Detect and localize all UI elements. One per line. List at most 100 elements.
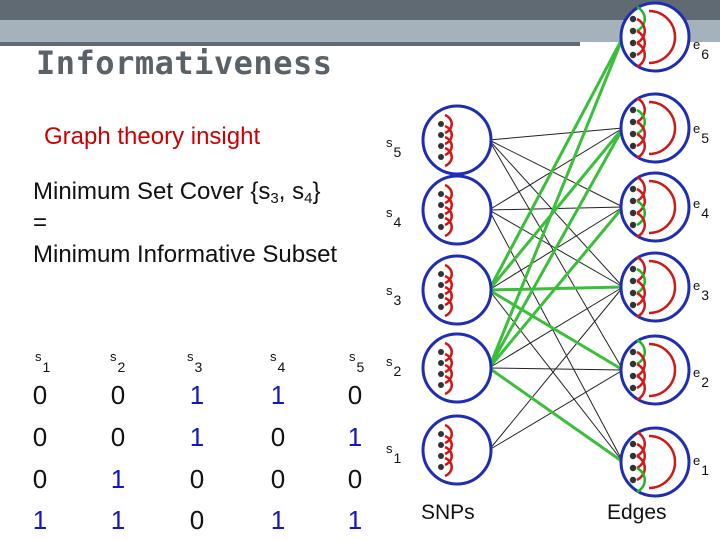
slide-subtitle: Graph theory insight <box>44 123 261 150</box>
snp-arc <box>444 285 454 307</box>
edge-dot <box>629 384 637 392</box>
table-header-s2: s2 <box>110 348 125 375</box>
snp-arc <box>444 183 454 205</box>
edge-dot <box>629 221 637 229</box>
label-number: 6 <box>701 46 710 62</box>
label-number: 1 <box>701 462 710 478</box>
title-underline <box>0 42 580 46</box>
edge-node-label: e1 <box>693 452 709 478</box>
snp-arc <box>444 274 454 296</box>
label-number: 3 <box>393 292 402 308</box>
snp-node-ring <box>421 174 493 246</box>
snp-arc <box>444 341 454 363</box>
edge-arc <box>636 454 647 482</box>
edge-arc <box>636 41 647 69</box>
snp-dot <box>438 349 444 355</box>
edge-arc <box>636 279 647 307</box>
edge-dot <box>629 106 637 114</box>
snp-dot <box>438 382 444 388</box>
edge-dot <box>629 464 637 472</box>
title-bar-dark-band <box>0 0 720 20</box>
label-number: 2 <box>701 374 710 390</box>
matrix-cell: 0 <box>189 464 205 494</box>
edge-node-ring <box>619 171 691 243</box>
edge-dot <box>629 209 637 217</box>
header-number: 5 <box>356 359 365 375</box>
label-letter: s <box>386 441 393 456</box>
snp-dot <box>438 360 444 366</box>
label-letter: s <box>386 205 393 220</box>
label-number: 5 <box>701 130 710 146</box>
snp-dot <box>438 213 444 219</box>
matrix-cell: 0 <box>110 422 126 452</box>
snp-arc <box>444 296 454 318</box>
label-number: 1 <box>393 450 402 466</box>
edge-node-label: e6 <box>693 36 709 62</box>
table-header-s5: s5 <box>349 348 364 375</box>
connection-line <box>488 139 624 208</box>
connection-line <box>488 286 624 369</box>
edge-dot <box>629 348 637 356</box>
edge-dot <box>629 301 637 309</box>
header-number: 3 <box>194 359 203 375</box>
table-header-s3: s3 <box>187 348 202 375</box>
snp-arc <box>444 445 454 467</box>
label-letter: e <box>693 453 701 468</box>
edge-outer-arc <box>648 342 677 398</box>
snp-arc <box>444 434 454 456</box>
label-letter: e <box>693 37 701 52</box>
table-header-s1: s1 <box>35 348 50 375</box>
matrix-cell: 1 <box>347 422 363 452</box>
label-letter: e <box>693 196 701 211</box>
edge-arc <box>636 291 647 319</box>
edge-arc <box>636 175 647 203</box>
matrix-cell: 0 <box>270 422 286 452</box>
edge-arc <box>636 120 647 148</box>
label-letter: s <box>386 135 393 150</box>
snp-dot <box>438 202 444 208</box>
label-number: 4 <box>701 205 710 221</box>
edge-arc <box>636 211 647 239</box>
label-number: 5 <box>393 144 402 160</box>
snp-dot <box>438 143 444 149</box>
matrix-cell: 0 <box>32 464 48 494</box>
label-letter: e <box>693 365 701 380</box>
edge-arc <box>636 255 647 283</box>
edge-node-label: e2 <box>693 364 709 390</box>
edge-arc <box>636 362 647 390</box>
snps-axis-label: SNPs <box>421 501 475 524</box>
connection-line <box>488 127 624 211</box>
snp-arc <box>444 216 454 238</box>
edge-dot <box>629 27 637 35</box>
connection-line <box>488 139 624 371</box>
label-letter: e <box>693 278 701 293</box>
selected-connection-line <box>488 366 624 464</box>
edges-axis-label: Edges <box>607 501 667 524</box>
edge-arc <box>636 96 647 124</box>
snp-node-label: s1 <box>386 440 401 466</box>
edge-arc <box>636 374 647 402</box>
edge-arc <box>636 199 647 227</box>
snp-node-ring <box>421 254 493 326</box>
selected-connection-line <box>487 36 625 291</box>
header-letter: s <box>187 349 194 364</box>
slide-title: Informativeness <box>36 44 333 82</box>
matrix-cell: 1 <box>110 464 126 494</box>
header-number: 4 <box>277 359 286 375</box>
set-cover-subscript-2: 4 <box>304 190 313 207</box>
set-cover-suffix: } <box>312 178 321 205</box>
edge-outer-arc <box>648 259 677 315</box>
snp-arc <box>444 423 454 445</box>
snp-node-label: s5 <box>386 134 401 160</box>
edge-arc <box>636 442 647 470</box>
matrix-cell: 1 <box>270 380 286 410</box>
header-letter: s <box>349 349 356 364</box>
edge-arc <box>636 187 647 215</box>
edge-dot <box>629 15 637 23</box>
set-cover-line: Minimum Set Cover {s3, s4} <box>33 178 320 207</box>
matrix-cell: 0 <box>270 464 286 494</box>
connection-line <box>488 286 624 451</box>
header-number: 1 <box>42 359 51 375</box>
matrix-cell: 0 <box>32 380 48 410</box>
edge-node-ring <box>619 92 691 164</box>
